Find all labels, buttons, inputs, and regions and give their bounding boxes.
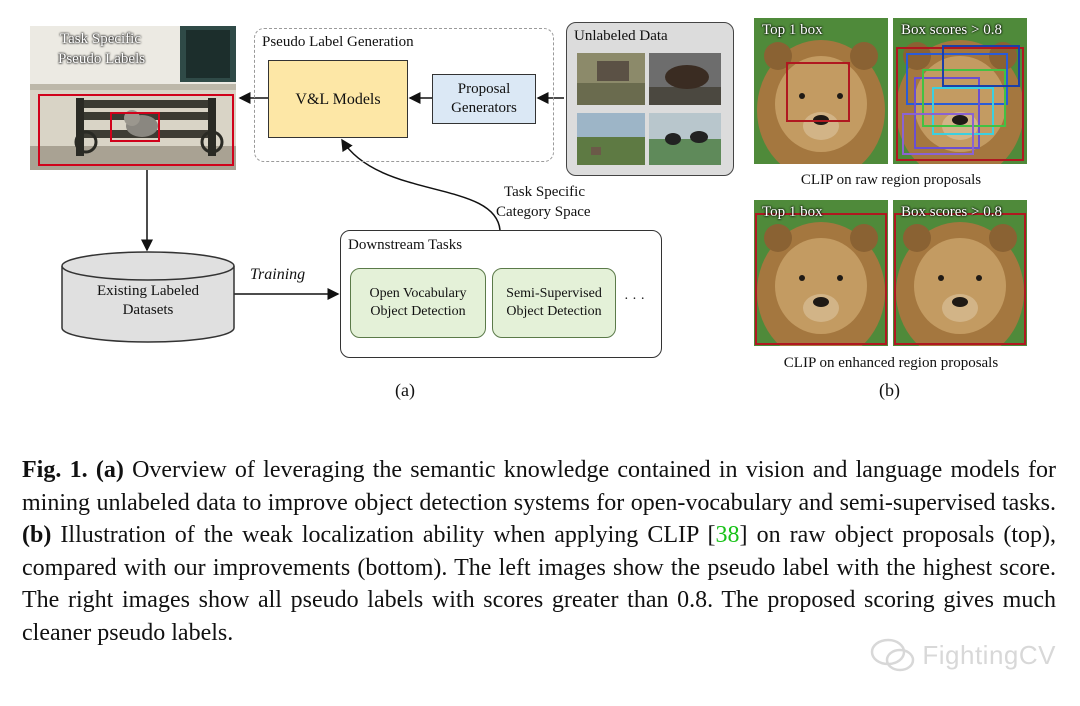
- downstream-tasks-title: Downstream Tasks: [348, 237, 463, 253]
- caption-citation[interactable]: [38]: [708, 522, 748, 548]
- bear-illustration: [754, 18, 888, 164]
- vl-models-box: V&L Models: [268, 60, 408, 138]
- proposal-generators-line2: Generators: [451, 100, 517, 116]
- pseudo-label-red-box-outer: [38, 94, 234, 166]
- downstream-ellipsis: · · ·: [624, 292, 645, 307]
- pseudo-label-red-box-cat: [110, 112, 160, 142]
- box-scores-label-raw: Box scores > 0.8: [901, 22, 1002, 38]
- diagram-arrows: [141, 92, 564, 300]
- top1-label-raw: Top 1 box: [762, 22, 823, 38]
- open-vocab-detection-box: Open Vocabulary Object Detection: [350, 268, 486, 338]
- bear-illustration: [754, 200, 888, 346]
- bear-enhanced-scores: Box scores > 0.8: [893, 200, 1027, 346]
- pseudo-label-image: Task Specific Pseudo Labels: [30, 26, 236, 170]
- cite-number[interactable]: 38: [715, 522, 740, 549]
- watermark-text: FightingCV: [922, 640, 1056, 670]
- vl-models-label: V&L Models: [295, 90, 381, 108]
- caption-part3: on raw object proposals (top), compared …: [22, 522, 1057, 646]
- semi-supervised-line2: Object Detection: [506, 304, 602, 319]
- open-vocab-line1: Open Vocabulary: [369, 286, 467, 301]
- raw-region-caption: CLIP on raw region proposals: [800, 172, 982, 188]
- semi-supervised-detection-box: Semi-Supervised Object Detection: [492, 268, 616, 338]
- bear-raw-scores: Box scores > 0.8: [893, 18, 1027, 164]
- training-label: Training: [250, 266, 306, 283]
- pseudo-labels-title-line1: Task Specific: [60, 31, 142, 47]
- existing-datasets-label: Existing Labeled Datasets: [62, 282, 234, 320]
- pseudo-labels-title-line2: Pseudo Labels: [58, 51, 146, 67]
- pseudo-label-generation-group: [254, 28, 554, 162]
- enhanced-region-caption: CLIP on enhanced region proposals: [783, 355, 999, 371]
- task-specific-category-space: Task Specific Category Space: [496, 182, 591, 222]
- category-space-line1: Task Specific: [504, 184, 586, 200]
- cite-close: ]: [739, 522, 748, 549]
- caption-part1: Overview of leveraging the semantic know…: [22, 457, 1057, 516]
- unlabeled-data-title: Unlabeled Data: [574, 28, 668, 44]
- proposal-generators-line1: Proposal: [457, 81, 511, 97]
- caption-fig-label: Fig. 1.: [22, 457, 88, 483]
- existing-datasets-cylinder: [61, 251, 235, 343]
- pseudo-label-generation-title: Pseudo Label Generation: [262, 34, 414, 50]
- bench-cat-illustration: [30, 26, 236, 170]
- red-top1-box: [786, 62, 850, 122]
- wechat-icon: [871, 638, 915, 672]
- bear-illustration: [893, 200, 1027, 346]
- existing-datasets-line1: Existing Labeled: [96, 283, 200, 299]
- category-space-line2: Category Space: [496, 204, 591, 220]
- top1-label-enhanced: Top 1 box: [762, 204, 823, 220]
- bear-raw-top1: Top 1 box: [754, 18, 888, 164]
- proposal-generators-box: Proposal Generators: [432, 74, 536, 124]
- box-scores-label-enhanced: Box scores > 0.8: [901, 204, 1002, 220]
- bear-enhanced-top1: Top 1 box: [754, 200, 888, 346]
- semi-supervised-line1: Semi-Supervised: [506, 286, 602, 301]
- caption-a-marker: (a): [95, 457, 124, 483]
- cite-open: [: [707, 522, 716, 549]
- unlabeled-data-box: Unlabeled Data: [566, 22, 734, 176]
- caption-b-marker: (b): [22, 522, 52, 549]
- panel-a-label: (a): [395, 380, 415, 400]
- bear-illustration: [893, 18, 1027, 164]
- open-vocab-line2: Object Detection: [370, 304, 466, 319]
- unlabeled-thumbnails: [577, 53, 721, 165]
- panel-b-label: (b): [879, 380, 900, 400]
- existing-datasets-line2: Datasets: [122, 302, 174, 318]
- caption-part2: Illustration of the weak localization ab…: [60, 522, 699, 549]
- watermark: FightingCV: [871, 638, 1056, 672]
- figure-caption: Fig. 1. (a) Overview of leveraging the s…: [22, 454, 1056, 650]
